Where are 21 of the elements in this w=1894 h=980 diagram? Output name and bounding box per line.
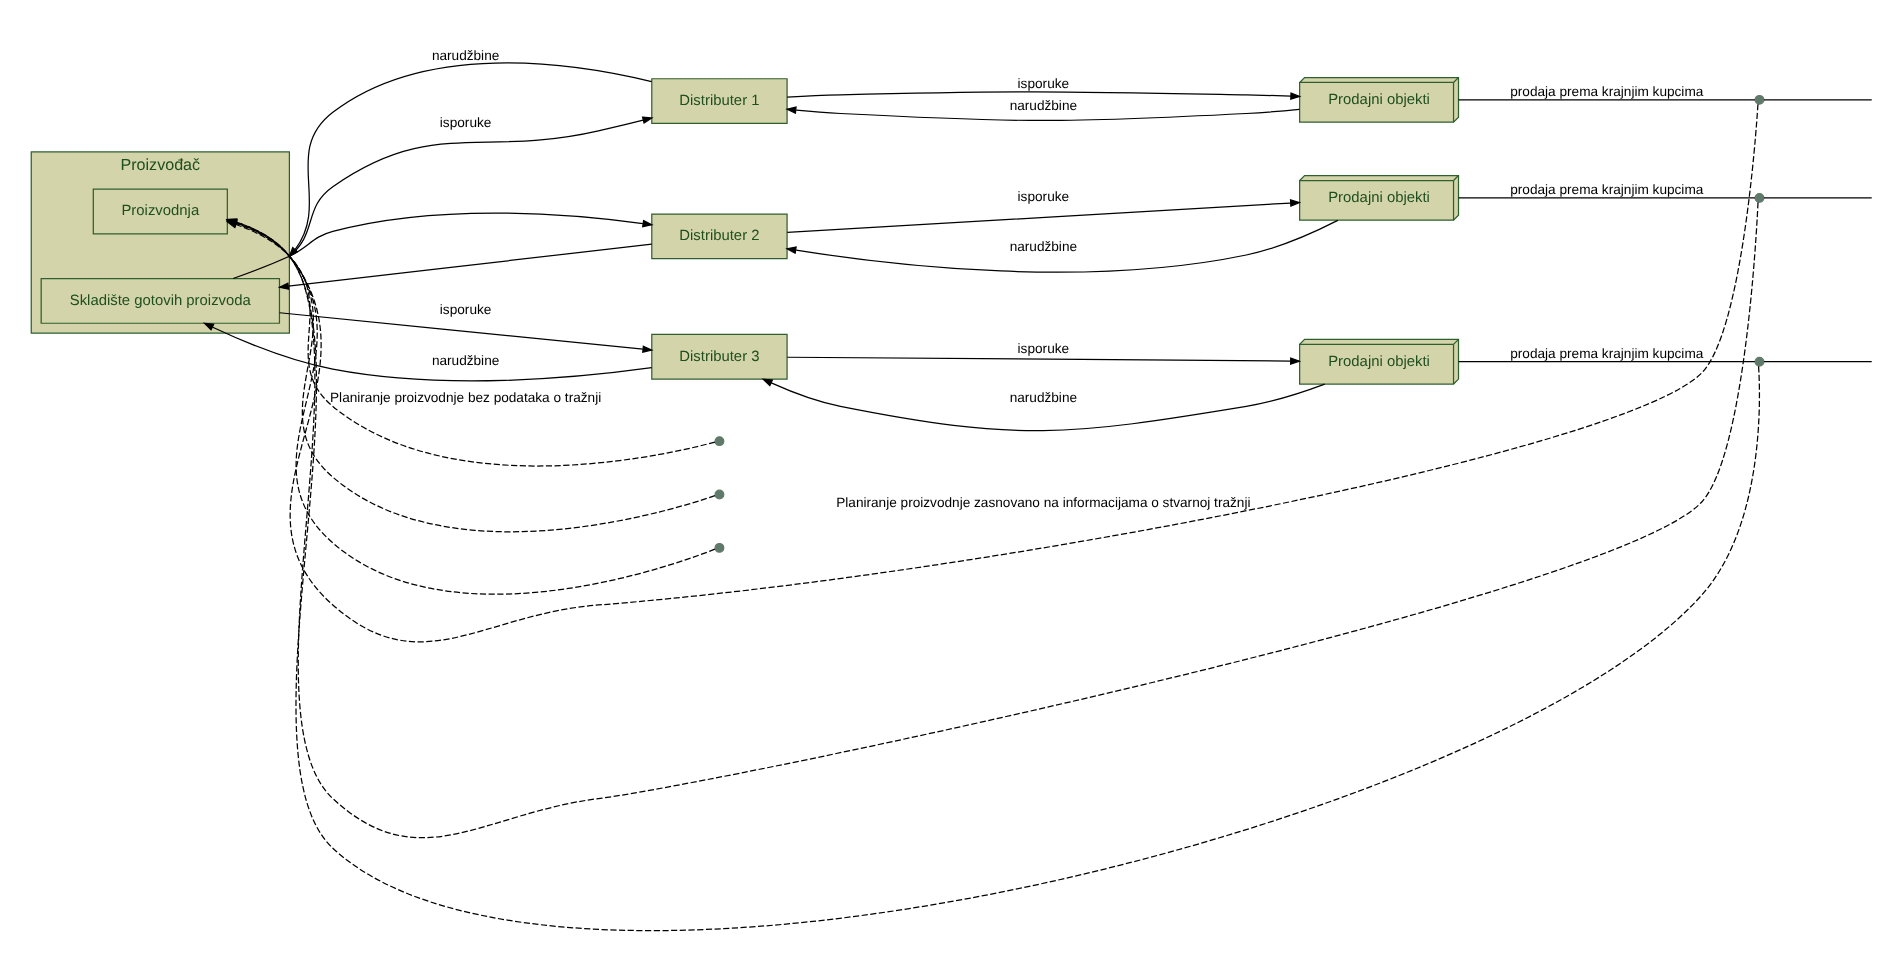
arrow [786,356,1302,365]
arrow [279,312,654,354]
arrow [785,219,1339,273]
connector [1458,197,1756,199]
connector [1458,361,1756,363]
arrow [761,378,1326,432]
node-circle [1754,94,1765,105]
node-circle [1754,192,1765,203]
node-circle [714,436,725,447]
arrow [202,322,653,382]
node-circle [714,542,725,553]
node-circle [1754,356,1765,367]
node-circle [714,489,725,500]
arrow [786,91,1302,100]
arrow [786,199,1302,234]
connector [1763,99,1873,101]
connector [1763,361,1873,363]
arrow [785,106,1300,122]
connector [1763,197,1873,199]
arrow [232,212,654,280]
connector [1458,99,1756,101]
